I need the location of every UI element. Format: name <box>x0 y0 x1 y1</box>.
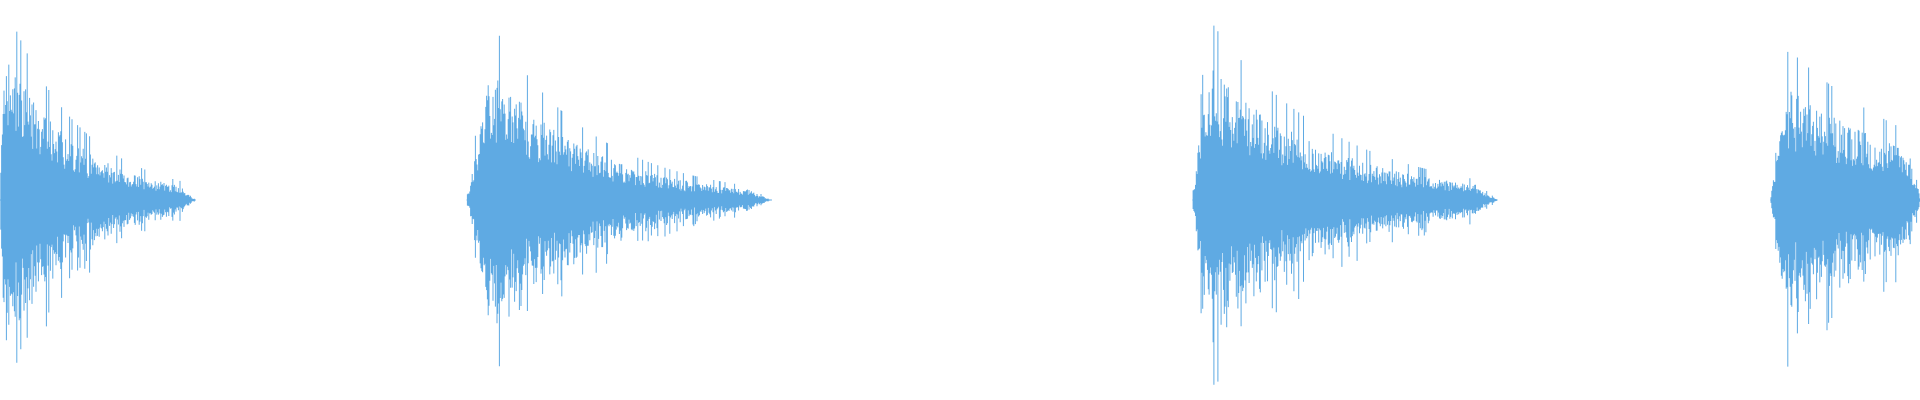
waveform-clips <box>0 25 1920 385</box>
waveform-clip-1 <box>0 31 196 363</box>
waveform-clip-4 <box>1770 51 1920 367</box>
waveform-clip-2 <box>466 35 772 367</box>
waveform-clip-3 <box>1192 25 1498 385</box>
